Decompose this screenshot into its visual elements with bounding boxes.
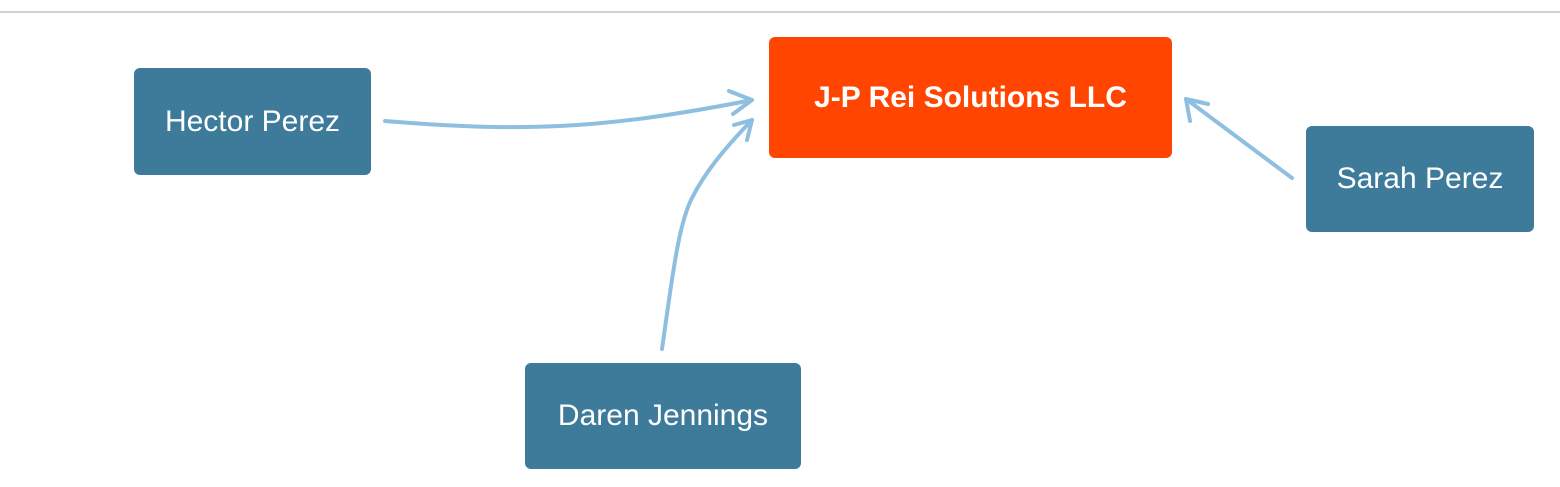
top-divider <box>0 11 1560 13</box>
person-node-label: Sarah Perez <box>1336 162 1504 195</box>
company-node[interactable]: J-P Rei Solutions LLC <box>769 37 1172 158</box>
person-node-label: Daren Jennings <box>557 399 769 432</box>
person-node-sarah[interactable]: Sarah Perez <box>1306 126 1534 232</box>
edge-line <box>1184 97 1294 180</box>
arrowhead-icon <box>732 118 754 142</box>
person-node-label: Hector Perez <box>164 104 341 138</box>
edge-hector-to-company[interactable] <box>383 89 754 130</box>
edge-line <box>660 118 754 351</box>
arrowhead-icon <box>1184 97 1210 123</box>
arrowhead-icon <box>727 89 754 116</box>
edge-line <box>383 98 754 130</box>
edge-daren-to-company[interactable] <box>660 118 754 351</box>
company-node-label: J-P Rei Solutions LLC <box>814 80 1127 114</box>
person-node-daren[interactable]: Daren Jennings <box>525 363 801 469</box>
edge-sarah-to-company[interactable] <box>1184 97 1294 180</box>
person-node-hector[interactable]: Hector Perez <box>134 68 371 175</box>
